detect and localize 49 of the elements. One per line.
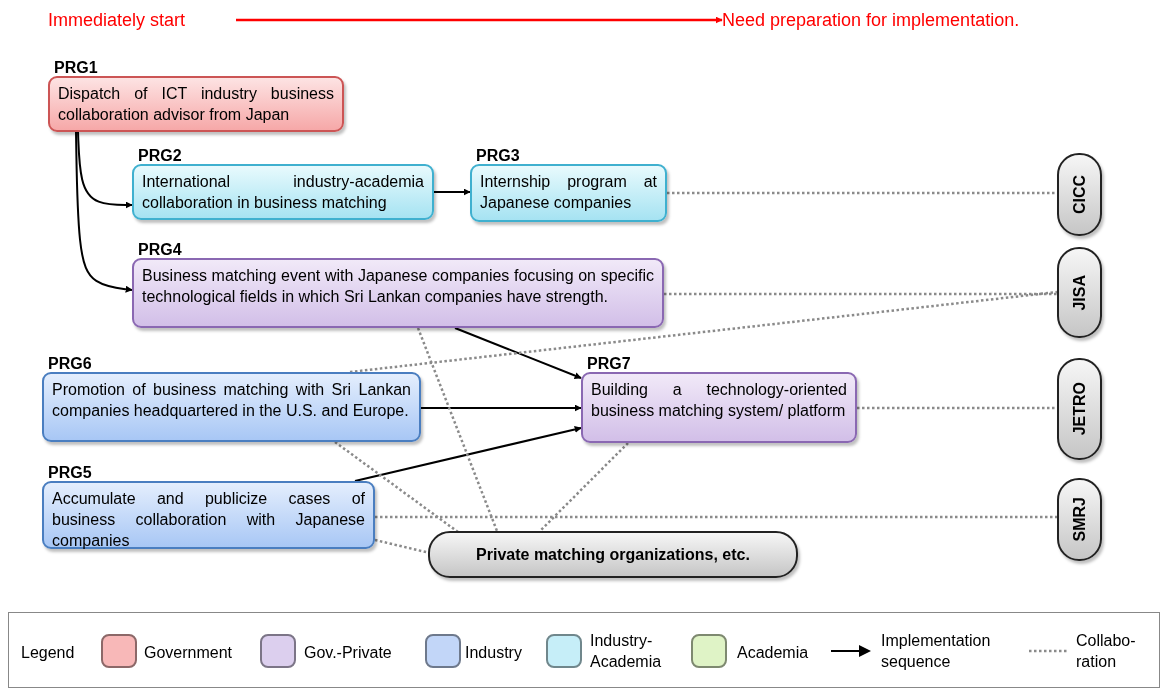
organization-pill <box>1057 153 1102 236</box>
arrow <box>433 188 471 196</box>
program-id: PRG2 <box>138 147 182 165</box>
program-id: PRG1 <box>54 59 98 77</box>
collaboration-line <box>375 515 1057 519</box>
program-id: PRG7 <box>587 355 631 373</box>
program-id: PRG3 <box>476 147 520 165</box>
box-text: Building a technology-oriented business matching system/ platform <box>591 380 847 421</box>
arrow <box>454 327 582 379</box>
arrow <box>77 131 133 209</box>
arrow <box>354 426 582 482</box>
legend-text: Collabo-ration <box>1076 631 1137 672</box>
timeline-label: Immediately start <box>48 6 236 34</box>
box-text: Accumulate and publicize cases of business collaboration with Japanese companies <box>52 489 365 551</box>
organization-pill <box>1057 358 1102 460</box>
organization-pill <box>428 531 798 578</box>
organization-name: JETRO <box>1070 382 1089 436</box>
collaboration-line <box>539 442 629 532</box>
organization-pill <box>1057 247 1102 338</box>
collaboration-line <box>349 290 1058 374</box>
collaboration-line <box>664 292 1057 296</box>
legend-text: Gov.-Private <box>304 643 392 663</box>
box-text: Business matching event with Japanese companies focusing on specific technological fields in which Sri Lankan companies have strength. <box>142 266 654 307</box>
arrow <box>236 16 723 24</box>
organization-name: Private matching organizations, etc. <box>476 545 750 564</box>
organization-name: SMRJ <box>1070 497 1089 542</box>
legend-title: Legend <box>21 643 75 663</box>
organization-name: JISA <box>1070 274 1089 311</box>
program-id: PRG6 <box>48 355 92 373</box>
box-text: Internship program at Japanese companies <box>480 172 657 213</box>
legend-text: Industry <box>465 643 522 663</box>
box-text: Promotion of business matching with Sri Lankan companies headquartered in the U.S. and Europe. <box>52 380 411 421</box>
organization-pill <box>1057 478 1102 561</box>
legend-text: Academia <box>737 643 809 663</box>
legend-text: Industry-Academia <box>590 631 663 672</box>
box-text: International industry-academia collaboration in business matching <box>142 172 424 213</box>
arrow <box>420 404 582 412</box>
collaboration-line <box>857 406 1057 410</box>
program-id: PRG4 <box>138 241 182 259</box>
box-text: Dispatch of ICT industry business collaboration advisor from Japan <box>58 84 334 125</box>
legend-text: Government <box>144 643 233 663</box>
legend-text: Implementation sequence <box>881 631 992 672</box>
timeline-label: Need preparation for implementation. <box>722 6 1102 34</box>
program-id: PRG5 <box>48 464 92 482</box>
arrow <box>75 131 133 293</box>
collaboration-line <box>416 327 499 532</box>
collaboration-line <box>334 441 459 533</box>
organization-name: CICC <box>1070 174 1089 215</box>
collaboration-line <box>667 191 1057 195</box>
